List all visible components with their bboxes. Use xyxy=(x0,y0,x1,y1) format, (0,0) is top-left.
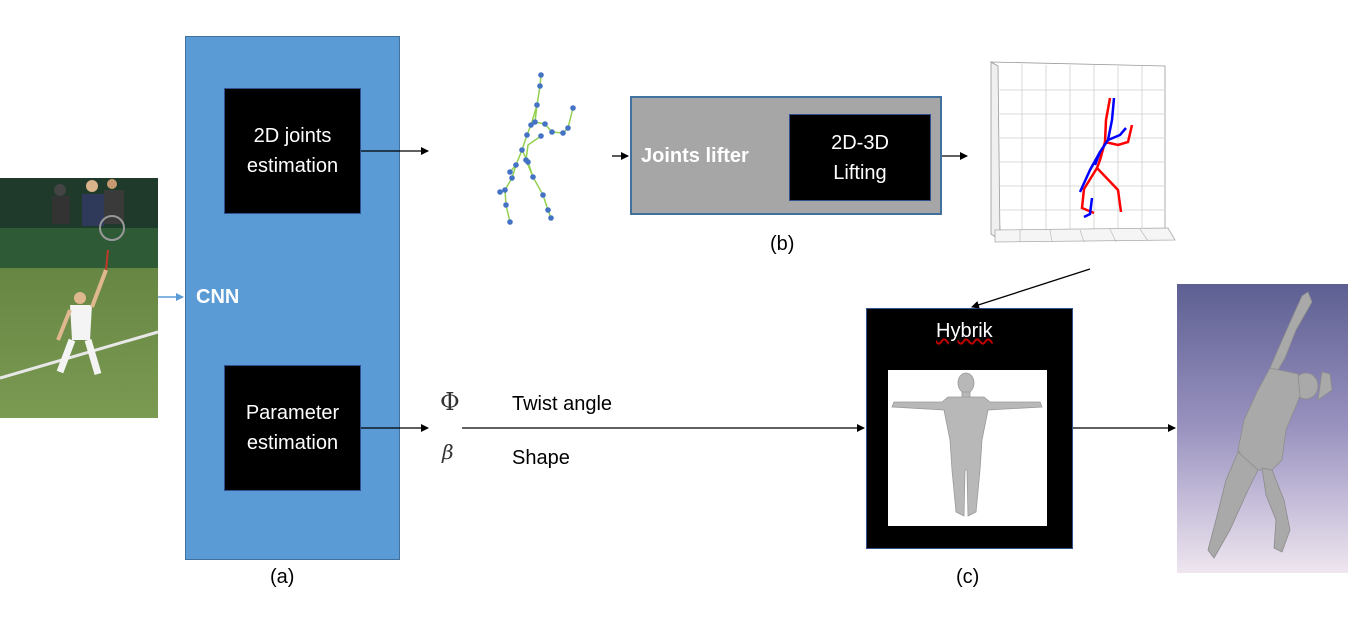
tpose-mesh xyxy=(891,372,1043,517)
joints-2d-estimation-box: 2D joints estimation xyxy=(224,88,361,214)
skeleton-2d-joints xyxy=(497,72,576,225)
beta-symbol: β xyxy=(442,440,454,464)
caption-a: (a) xyxy=(270,566,295,588)
parameter-estimation-box: Parameter estimation xyxy=(224,365,361,491)
caption-b: (b) xyxy=(770,233,795,255)
caption-c: (c) xyxy=(956,566,980,588)
phi-symbol: Φ xyxy=(440,388,460,416)
cnn-label: CNN xyxy=(196,286,240,308)
lifting-2d-3d-box: 2D-3D Lifting xyxy=(789,114,931,201)
skeleton-3d-plot xyxy=(990,61,1176,243)
shape-label: Shape xyxy=(512,447,570,469)
skeleton-2d xyxy=(499,74,574,223)
joints-lifter-label: Joints lifter xyxy=(641,145,749,167)
twist-angle-label: Twist angle xyxy=(512,393,613,415)
hybrik-title: Hybrik xyxy=(936,320,993,342)
output-mesh xyxy=(1177,284,1348,573)
arrow-plot-to-hybrik xyxy=(971,268,1091,309)
